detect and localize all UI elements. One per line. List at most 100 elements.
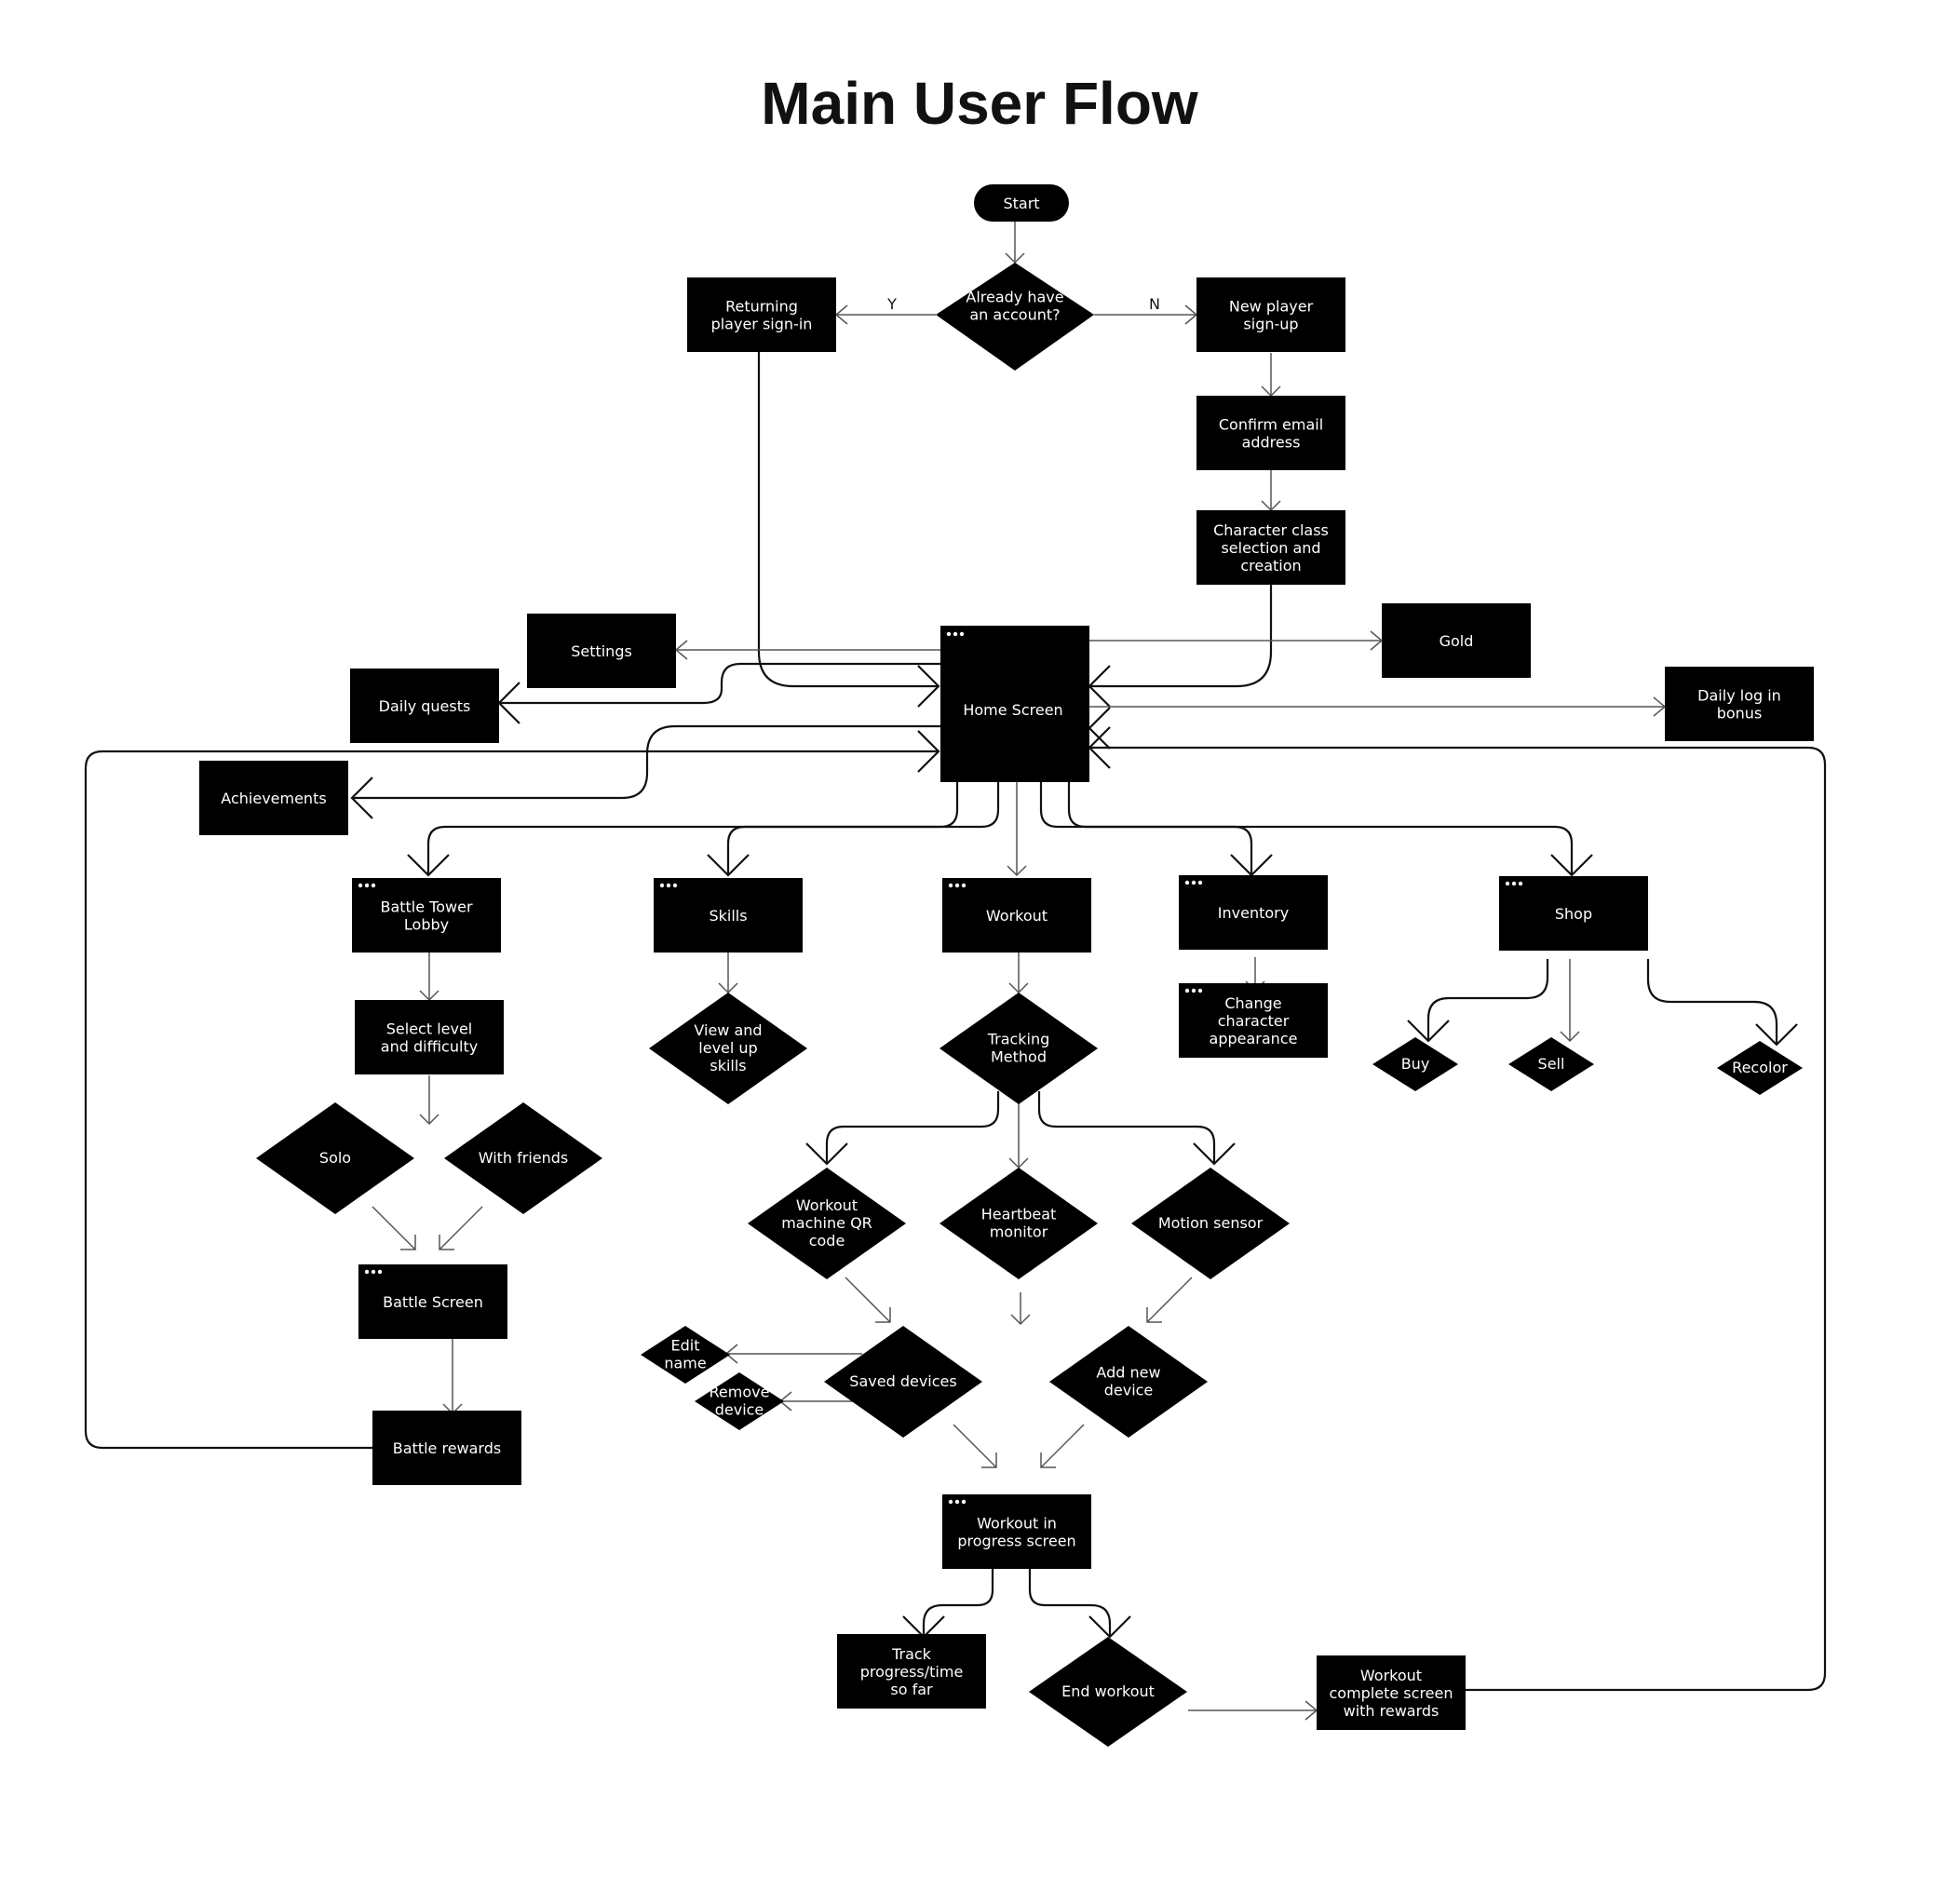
decision-shape: [649, 993, 807, 1104]
node-label: Shop: [1555, 905, 1592, 923]
node-label-line: Heartbeat: [981, 1206, 1057, 1223]
screen-dots-icon: [1184, 880, 1203, 885]
screen-dots-icon: [1184, 988, 1203, 993]
node-recolor[interactable]: Recolor: [1717, 1041, 1803, 1095]
node-label-line: player sign-in: [711, 316, 813, 333]
node-label-line: code: [809, 1232, 845, 1250]
arrowhead: [917, 665, 940, 708]
decision-shape: [1508, 1037, 1594, 1091]
node-label-line: Workout in: [977, 1515, 1057, 1533]
decision-shape: [1372, 1037, 1458, 1091]
node-label-line: progress screen: [957, 1533, 1075, 1550]
screen-dots-icon: [659, 883, 678, 888]
arrowhead: [439, 1235, 454, 1250]
node-label-line: address: [1242, 434, 1301, 452]
node-motion-sensor[interactable]: Motion sensor: [1131, 1168, 1290, 1279]
decision-shape: [1049, 1326, 1208, 1438]
node-label: Recolor: [1732, 1059, 1788, 1076]
node-battle-rewards[interactable]: Battle rewards: [372, 1411, 521, 1485]
node-label: Motion sensor: [1158, 1214, 1264, 1232]
arrowhead: [400, 1235, 416, 1250]
edge-home-achievements: [352, 724, 940, 800]
screen-shape: [352, 878, 501, 953]
decision-shape: [748, 1168, 906, 1279]
arrowhead: [350, 777, 373, 819]
screen-shape: [1179, 983, 1328, 1058]
node-buy[interactable]: Buy: [1372, 1037, 1458, 1091]
node-skills[interactable]: Skills: [654, 878, 803, 953]
node-label-line: creation: [1240, 557, 1301, 574]
node-achievements[interactable]: Achievements: [199, 761, 348, 835]
node-label: Home Screen: [963, 701, 1062, 719]
edge-shop-recolor: [1646, 959, 1778, 1045]
node-with-friends[interactable]: With friends: [444, 1102, 602, 1214]
edge-home-inventory: [1039, 782, 1253, 875]
decision-shape: [641, 1326, 730, 1384]
node-inventory[interactable]: Inventory: [1179, 875, 1328, 950]
decision-shape: [1029, 1637, 1187, 1747]
decision-shape: [256, 1102, 414, 1214]
node-saved-devices[interactable]: Saved devices: [824, 1326, 982, 1438]
node-settings[interactable]: Settings: [527, 614, 676, 688]
node-shop[interactable]: Shop: [1499, 876, 1648, 951]
node-label: End workout: [1061, 1682, 1155, 1700]
arrowhead: [407, 854, 450, 877]
node-daily-quests[interactable]: Daily quests: [350, 669, 499, 743]
node-label-line: selection and: [1221, 539, 1320, 557]
node-end-workout[interactable]: End workout: [1029, 1637, 1187, 1747]
node-gold[interactable]: Gold: [1382, 603, 1531, 678]
node-label-line: New player: [1229, 298, 1314, 316]
node-home-screen[interactable]: Home Screen: [940, 626, 1089, 782]
node-workout[interactable]: Workout: [942, 878, 1091, 953]
node-label-line: Lobby: [404, 916, 449, 934]
node-start[interactable]: Start: [974, 184, 1069, 222]
node-solo[interactable]: Solo: [256, 1102, 414, 1214]
arrowhead: [1007, 865, 1027, 877]
edge-motion-add: [1146, 1277, 1193, 1323]
node-label: Skills: [709, 907, 747, 925]
node-label-line: name: [664, 1355, 706, 1372]
node-sell[interactable]: Sell: [1508, 1037, 1594, 1091]
screen-shape: [942, 878, 1091, 953]
node-label: Inventory: [1218, 904, 1289, 922]
edge-home-skills: [726, 782, 1000, 875]
node-label-line: Tracking: [987, 1031, 1050, 1048]
edge-progress-track: [922, 1569, 994, 1637]
process-shape: [837, 1634, 986, 1709]
process-shape: [1317, 1655, 1466, 1730]
decision-shape: [695, 1372, 784, 1430]
process-shape: [1196, 510, 1345, 585]
decision-shape: [939, 993, 1098, 1104]
arrowhead: [419, 1114, 439, 1126]
node-battle-screen[interactable]: Battle Screen: [358, 1264, 507, 1339]
edge-home-shop: [1067, 782, 1574, 875]
node-label: Sell: [1538, 1055, 1565, 1073]
screen-shape: [1179, 875, 1328, 950]
